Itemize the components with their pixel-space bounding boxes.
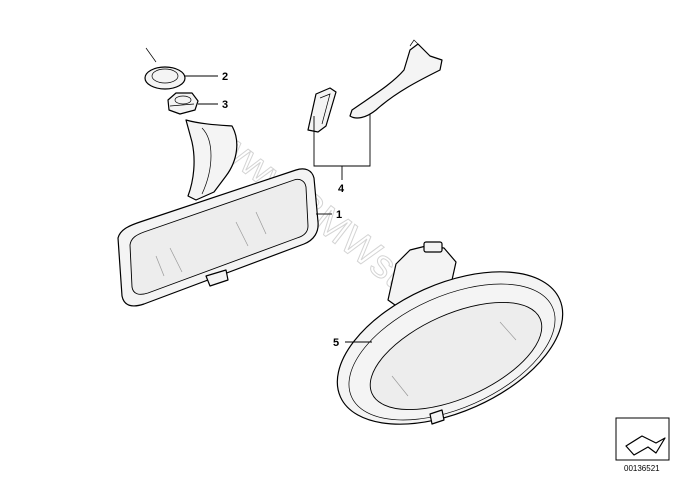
part-1-mirror — [117, 119, 319, 307]
part-2-ring — [144, 47, 186, 90]
part-4-covers — [307, 39, 443, 133]
page-arrow-icon — [615, 417, 670, 461]
callout-1: 1 — [336, 209, 342, 221]
leader-bracket-4 — [313, 114, 371, 180]
callout-4: 4 — [338, 183, 345, 195]
document-number: 00136521 — [624, 464, 660, 473]
callout-2: 2 — [222, 71, 228, 83]
part-5-dimming-mirror — [336, 241, 564, 425]
callout-5: 5 — [333, 337, 339, 349]
part-3-cap — [167, 92, 199, 115]
callout-3: 3 — [222, 99, 228, 111]
